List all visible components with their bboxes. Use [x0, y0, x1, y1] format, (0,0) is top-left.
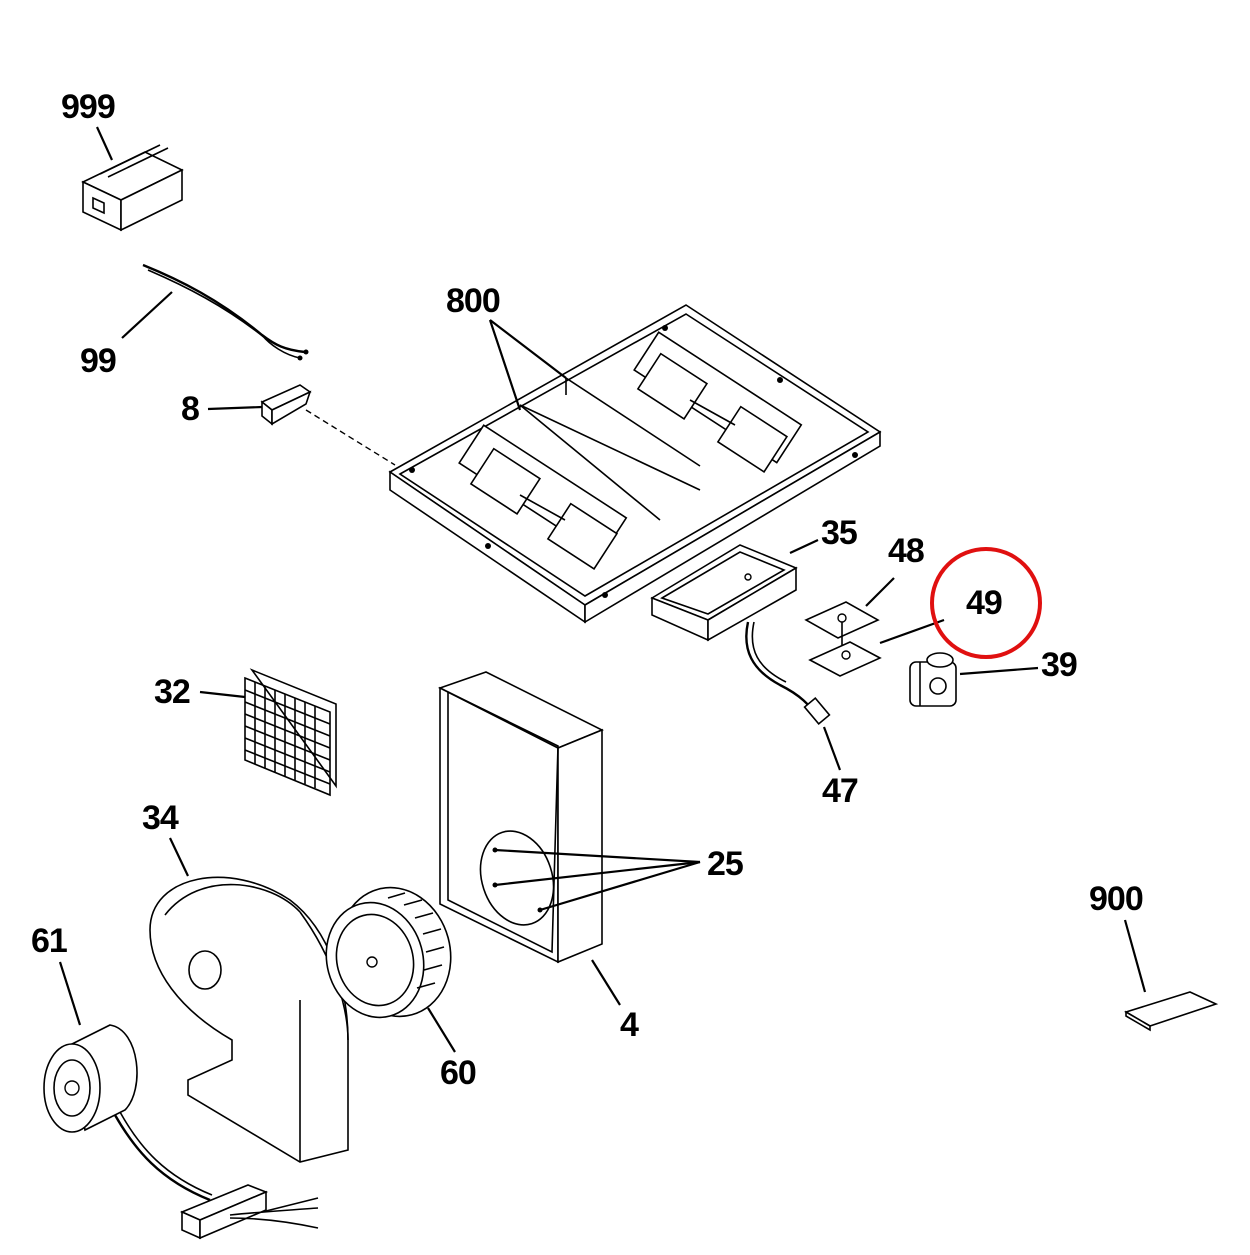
leader-4 [591, 959, 621, 1006]
part-39-valve[interactable] [909, 652, 957, 707]
label-34[interactable]: 34 [142, 799, 179, 837]
leader-8 [207, 405, 263, 411]
part-8-bracket[interactable] [260, 384, 312, 426]
label-900[interactable]: 900 [1089, 880, 1144, 918]
label-47[interactable]: 47 [822, 772, 859, 810]
leader-47 [822, 726, 842, 771]
leader-61 [58, 961, 82, 1026]
leader-49 [879, 618, 945, 645]
part-99-wire-harness[interactable] [142, 263, 309, 361]
label-999[interactable]: 999 [61, 88, 116, 126]
leader-35 [789, 539, 819, 554]
label-35[interactable]: 35 [821, 514, 858, 552]
label-8[interactable]: 8 [181, 390, 200, 428]
label-49[interactable]: 49 [966, 584, 1003, 622]
leader-99 [121, 291, 173, 339]
part-35-tray[interactable] [650, 544, 798, 642]
leader-34 [169, 837, 189, 877]
part-4-cabinet[interactable] [437, 671, 604, 964]
part-800-burner-pan[interactable] [388, 304, 882, 624]
label-39[interactable]: 39 [1041, 646, 1078, 684]
leader-800-b [489, 319, 567, 379]
leader-25 [494, 848, 701, 912]
label-25[interactable]: 25 [707, 845, 744, 883]
burner-right [633, 331, 803, 473]
label-800[interactable]: 800 [446, 282, 501, 320]
leader-48 [865, 577, 895, 607]
motor-connector[interactable] [179, 1184, 319, 1240]
label-48[interactable]: 48 [888, 532, 925, 570]
leader-39 [959, 666, 1039, 676]
part-34-blower-housing[interactable] [149, 876, 349, 1163]
assembly-line-8 [305, 409, 396, 466]
label-60[interactable]: 60 [440, 1054, 477, 1092]
part-60-blower-wheel[interactable] [314, 875, 465, 1029]
leader-999 [95, 126, 114, 161]
leader-32 [199, 690, 246, 699]
label-32[interactable]: 32 [154, 673, 191, 711]
part-49-plate[interactable] [808, 641, 882, 677]
part-900-manual[interactable] [1124, 991, 1219, 1032]
part-48-plate[interactable] [804, 601, 880, 645]
label-99[interactable]: 99 [80, 342, 117, 380]
burner-left [458, 424, 628, 570]
label-61[interactable]: 61 [31, 922, 68, 960]
part-32-grille[interactable] [244, 668, 337, 797]
leader-60 [427, 1007, 456, 1053]
highlight-circle-49 [930, 547, 1042, 659]
part-61-motor[interactable] [43, 1024, 213, 1202]
label-4[interactable]: 4 [620, 1006, 639, 1044]
leader-900 [1123, 919, 1147, 993]
part-47-wire[interactable] [745, 621, 831, 726]
leader-800-a [488, 319, 522, 411]
part-999-box[interactable] [81, 144, 184, 232]
